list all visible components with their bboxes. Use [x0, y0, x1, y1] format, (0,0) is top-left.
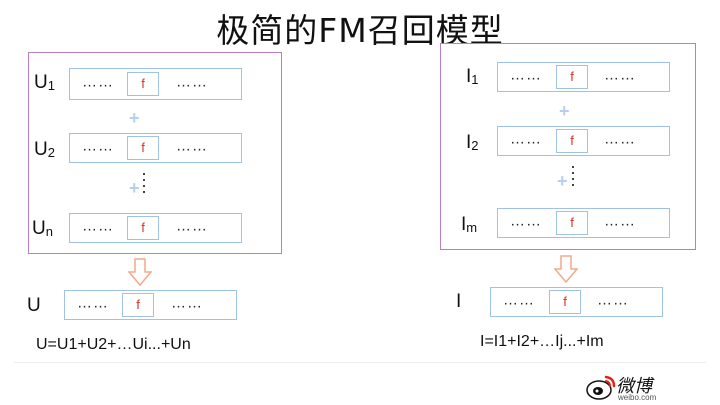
vertical-ellipsis-icon — [143, 171, 145, 195]
ellipsis-left: …… — [510, 66, 542, 84]
user-sum-formula: U=U1+U2+…Ui...+Un — [36, 336, 191, 353]
item-vectors-panel: I1 …… f …… + I2 …… f …… + Im …… f …… — [440, 43, 696, 250]
item-result-label: I — [456, 291, 462, 312]
ellipsis-left: …… — [503, 291, 535, 309]
item-row-label-2: I2 — [466, 132, 479, 153]
plus-icon: + — [129, 178, 140, 198]
footer-divider — [14, 362, 706, 363]
item-row-label-1: I1 — [466, 66, 479, 87]
ellipsis-right: …… — [176, 73, 208, 91]
embedding-f-box: f — [127, 72, 159, 96]
embedding-f-box: f — [549, 290, 581, 314]
ellipsis-left: …… — [510, 130, 542, 148]
weibo-eye-icon — [586, 375, 616, 400]
embedding-f-box: f — [556, 65, 588, 89]
user-vector-2: …… f …… — [69, 133, 242, 163]
down-arrow-icon — [554, 255, 578, 283]
embedding-f-box: f — [556, 211, 588, 235]
user-result-label: U — [27, 295, 41, 316]
weibo-logo: 微博 weibo.com — [586, 372, 686, 402]
embedding-f-box: f — [556, 129, 588, 153]
ellipsis-right: …… — [176, 217, 208, 235]
user-row-label-n: Un — [32, 218, 53, 239]
item-row-label-m: Im — [461, 214, 478, 235]
user-row-label-2: U2 — [34, 139, 55, 160]
ellipsis-left: …… — [510, 212, 542, 230]
vertical-ellipsis-icon — [572, 164, 574, 188]
plus-icon: + — [559, 101, 570, 121]
item-vector-2: …… f …… — [497, 126, 670, 156]
ellipsis-right: …… — [597, 291, 629, 309]
item-sum-formula: I=I1+I2+…Ij...+Im — [480, 333, 604, 350]
user-vector-n: …… f …… — [69, 213, 242, 243]
item-vector-m: …… f …… — [497, 208, 670, 238]
ellipsis-right: …… — [604, 66, 636, 84]
weibo-logo-text: 微博 — [616, 376, 652, 397]
ellipsis-right: …… — [604, 212, 636, 230]
user-row-label-1: U1 — [34, 72, 55, 93]
weibo-logo-url: weibo.com — [618, 393, 657, 402]
embedding-f-box: f — [122, 293, 154, 317]
embedding-f-box: f — [127, 216, 159, 240]
embedding-f-box: f — [127, 136, 159, 160]
plus-icon: + — [557, 171, 568, 191]
ellipsis-left: …… — [77, 294, 109, 312]
user-aggregate-vector: …… f …… — [64, 290, 237, 320]
ellipsis-right: …… — [171, 294, 203, 312]
user-vector-1: …… f …… — [69, 68, 242, 100]
plus-icon: + — [129, 108, 140, 128]
item-vector-1: …… f …… — [497, 62, 670, 92]
user-vectors-panel: U1 …… f …… + U2 …… f …… + Un …… f …… — [28, 52, 282, 254]
ellipsis-left: …… — [82, 217, 114, 235]
ellipsis-left: …… — [82, 137, 114, 155]
ellipsis-right: …… — [604, 130, 636, 148]
ellipsis-left: …… — [82, 73, 114, 91]
item-aggregate-vector: …… f …… — [490, 287, 663, 317]
ellipsis-right: …… — [176, 137, 208, 155]
down-arrow-icon — [128, 258, 152, 286]
